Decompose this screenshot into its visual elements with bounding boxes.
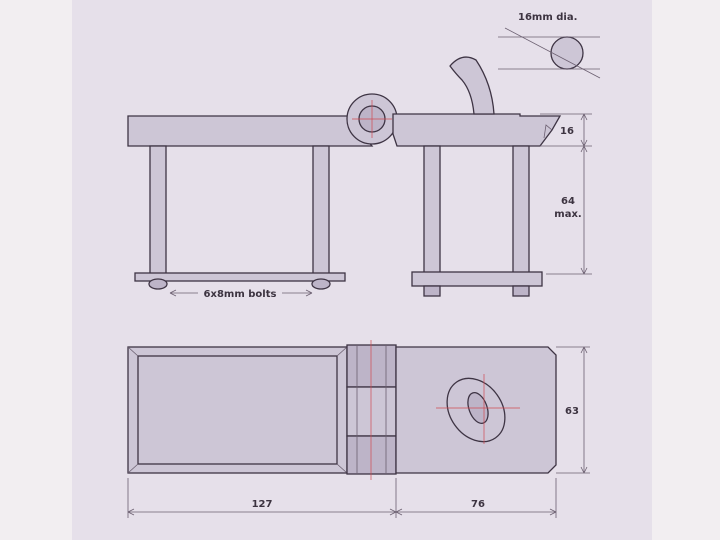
bolt-head-2: [311, 278, 331, 290]
plan-hinge-knuckle-mid: [346, 386, 397, 437]
bolts-label: 6x8mm bolts: [204, 289, 277, 300]
side-elevation: 6x8mm bolts 16mm dia. 16 64 max.: [127, 12, 601, 300]
gap-label: 64: [561, 196, 575, 207]
plan-hinge-knuckle-bottom: [346, 435, 397, 475]
bolt-stub-1: [423, 285, 441, 297]
width-label: 63: [565, 406, 579, 417]
pin-diameter-label: 16mm dia.: [518, 12, 577, 23]
length-right-label: 76: [471, 499, 485, 510]
right-base-plate: [411, 271, 543, 287]
lever-handle: [449, 56, 495, 115]
thickness-label: 16: [560, 126, 574, 137]
plan-view: 63 127 76: [127, 340, 590, 518]
gap-note: max.: [554, 209, 581, 220]
bolt-head-1: [148, 278, 168, 290]
left-leg-1: [149, 145, 167, 275]
left-base-plate: [134, 272, 346, 282]
plan-hinge-knuckle-top: [346, 344, 397, 388]
right-leg-2: [512, 145, 530, 275]
right-leg-1: [423, 145, 441, 275]
left-leg-2: [312, 145, 330, 275]
bolt-stub-2: [512, 285, 530, 297]
length-left-label: 127: [252, 499, 273, 510]
left-top-plate: [127, 115, 374, 147]
right-top-plate: [392, 113, 562, 147]
pin-section-circle: [550, 36, 584, 70]
